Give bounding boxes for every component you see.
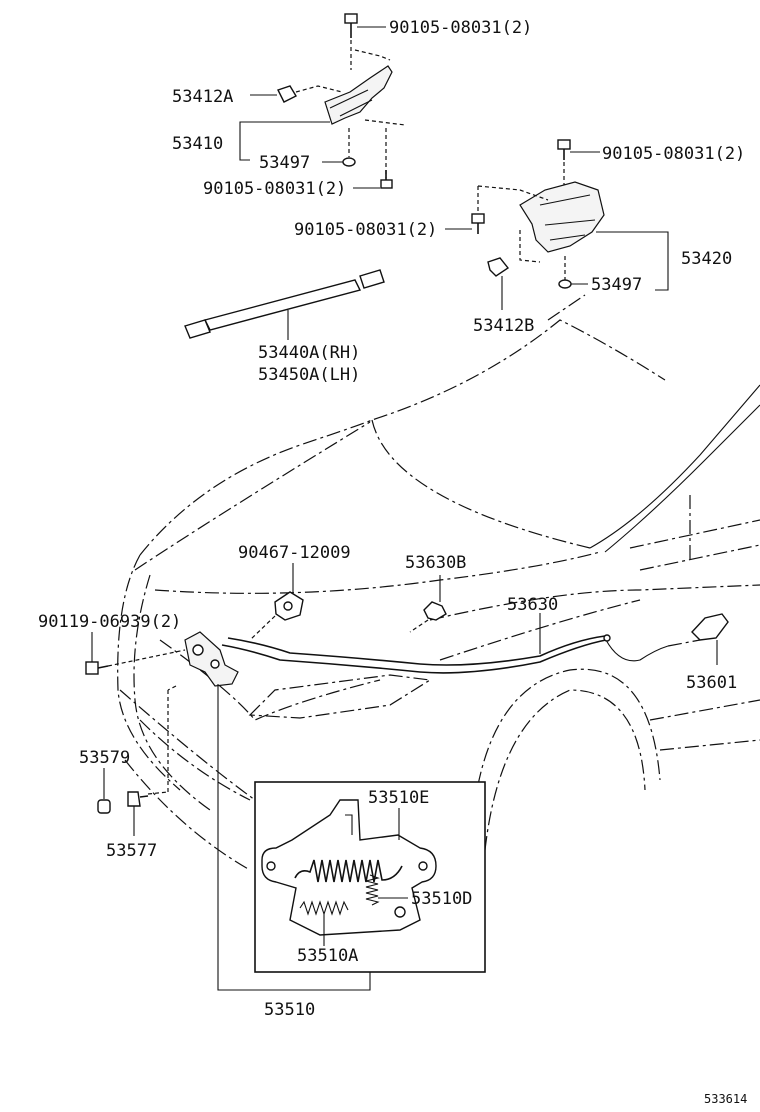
spring-icon [294,859,403,883]
hood-stay [184,269,385,340]
label-clamp: 90467-12009 [238,543,351,563]
clip-icon [423,601,447,621]
washer-icon [342,157,356,167]
cable-clip-group [409,575,447,633]
label-cushion: 53579 [79,748,130,768]
bolt-icon [380,179,393,189]
label-clip-b: 53412B [473,316,534,336]
hinge-rh-shape [519,181,605,253]
label-bolt-lock: 90119-06939(2) [38,612,181,632]
hood-lock-group [85,631,371,991]
label-bumper: 53577 [106,841,157,861]
vehicle-outline [117,319,760,871]
clamp-group [249,563,304,641]
washer-icon [558,279,572,289]
cushion-icon [97,799,111,814]
label-bolt-top: 90105-08031(2) [389,18,532,38]
release-lever-group [691,613,729,665]
bolt-icon [557,139,571,150]
label-clip-a: 53412A [172,87,233,107]
hinge-rh-group [445,139,669,321]
lock-plate-icon [261,799,437,936]
lever-icon [691,613,729,641]
label-bolt-rh-top: 90105-08031(2) [602,144,745,164]
label-stay-rh: 53440A(RH) [258,343,360,363]
label-washer-rh: 53497 [591,275,642,295]
label-stay-lh: 53450A(LH) [258,365,360,385]
hinge-lh-group [239,13,406,189]
label-hinge-lh: 53410 [172,134,223,154]
label-bolt-lh-bottom: 90105-08031(2) [203,179,346,199]
label-clip-cable: 53630B [405,553,466,573]
label-bolt-rh-left: 90105-08031(2) [294,220,437,240]
hood-lock-icon [184,631,239,687]
detail-box [254,781,486,973]
clip-icon [277,85,297,103]
diagram-number: 533614 [704,1092,747,1106]
label-cable: 53630 [507,595,558,615]
label-hinge-rh: 53420 [681,249,732,269]
label-spring-e: 53510E [368,788,429,808]
label-washer-lh: 53497 [259,153,310,173]
labels: 90105-08031(2) 53412A 53410 53497 90105-… [38,18,747,1106]
bolt-icon [344,13,358,24]
bolt-icon [85,661,99,675]
label-spring-d: 53510D [411,889,472,909]
bumper-icon [127,791,141,807]
hood-cable [221,613,701,674]
label-lever: 53601 [686,673,737,693]
label-lock-assy: 53510 [264,1000,315,1020]
bolt-icon [471,213,485,224]
cushion-bumper-group [97,768,149,836]
clip-icon [487,257,510,277]
label-spring-a: 53510A [297,946,358,966]
